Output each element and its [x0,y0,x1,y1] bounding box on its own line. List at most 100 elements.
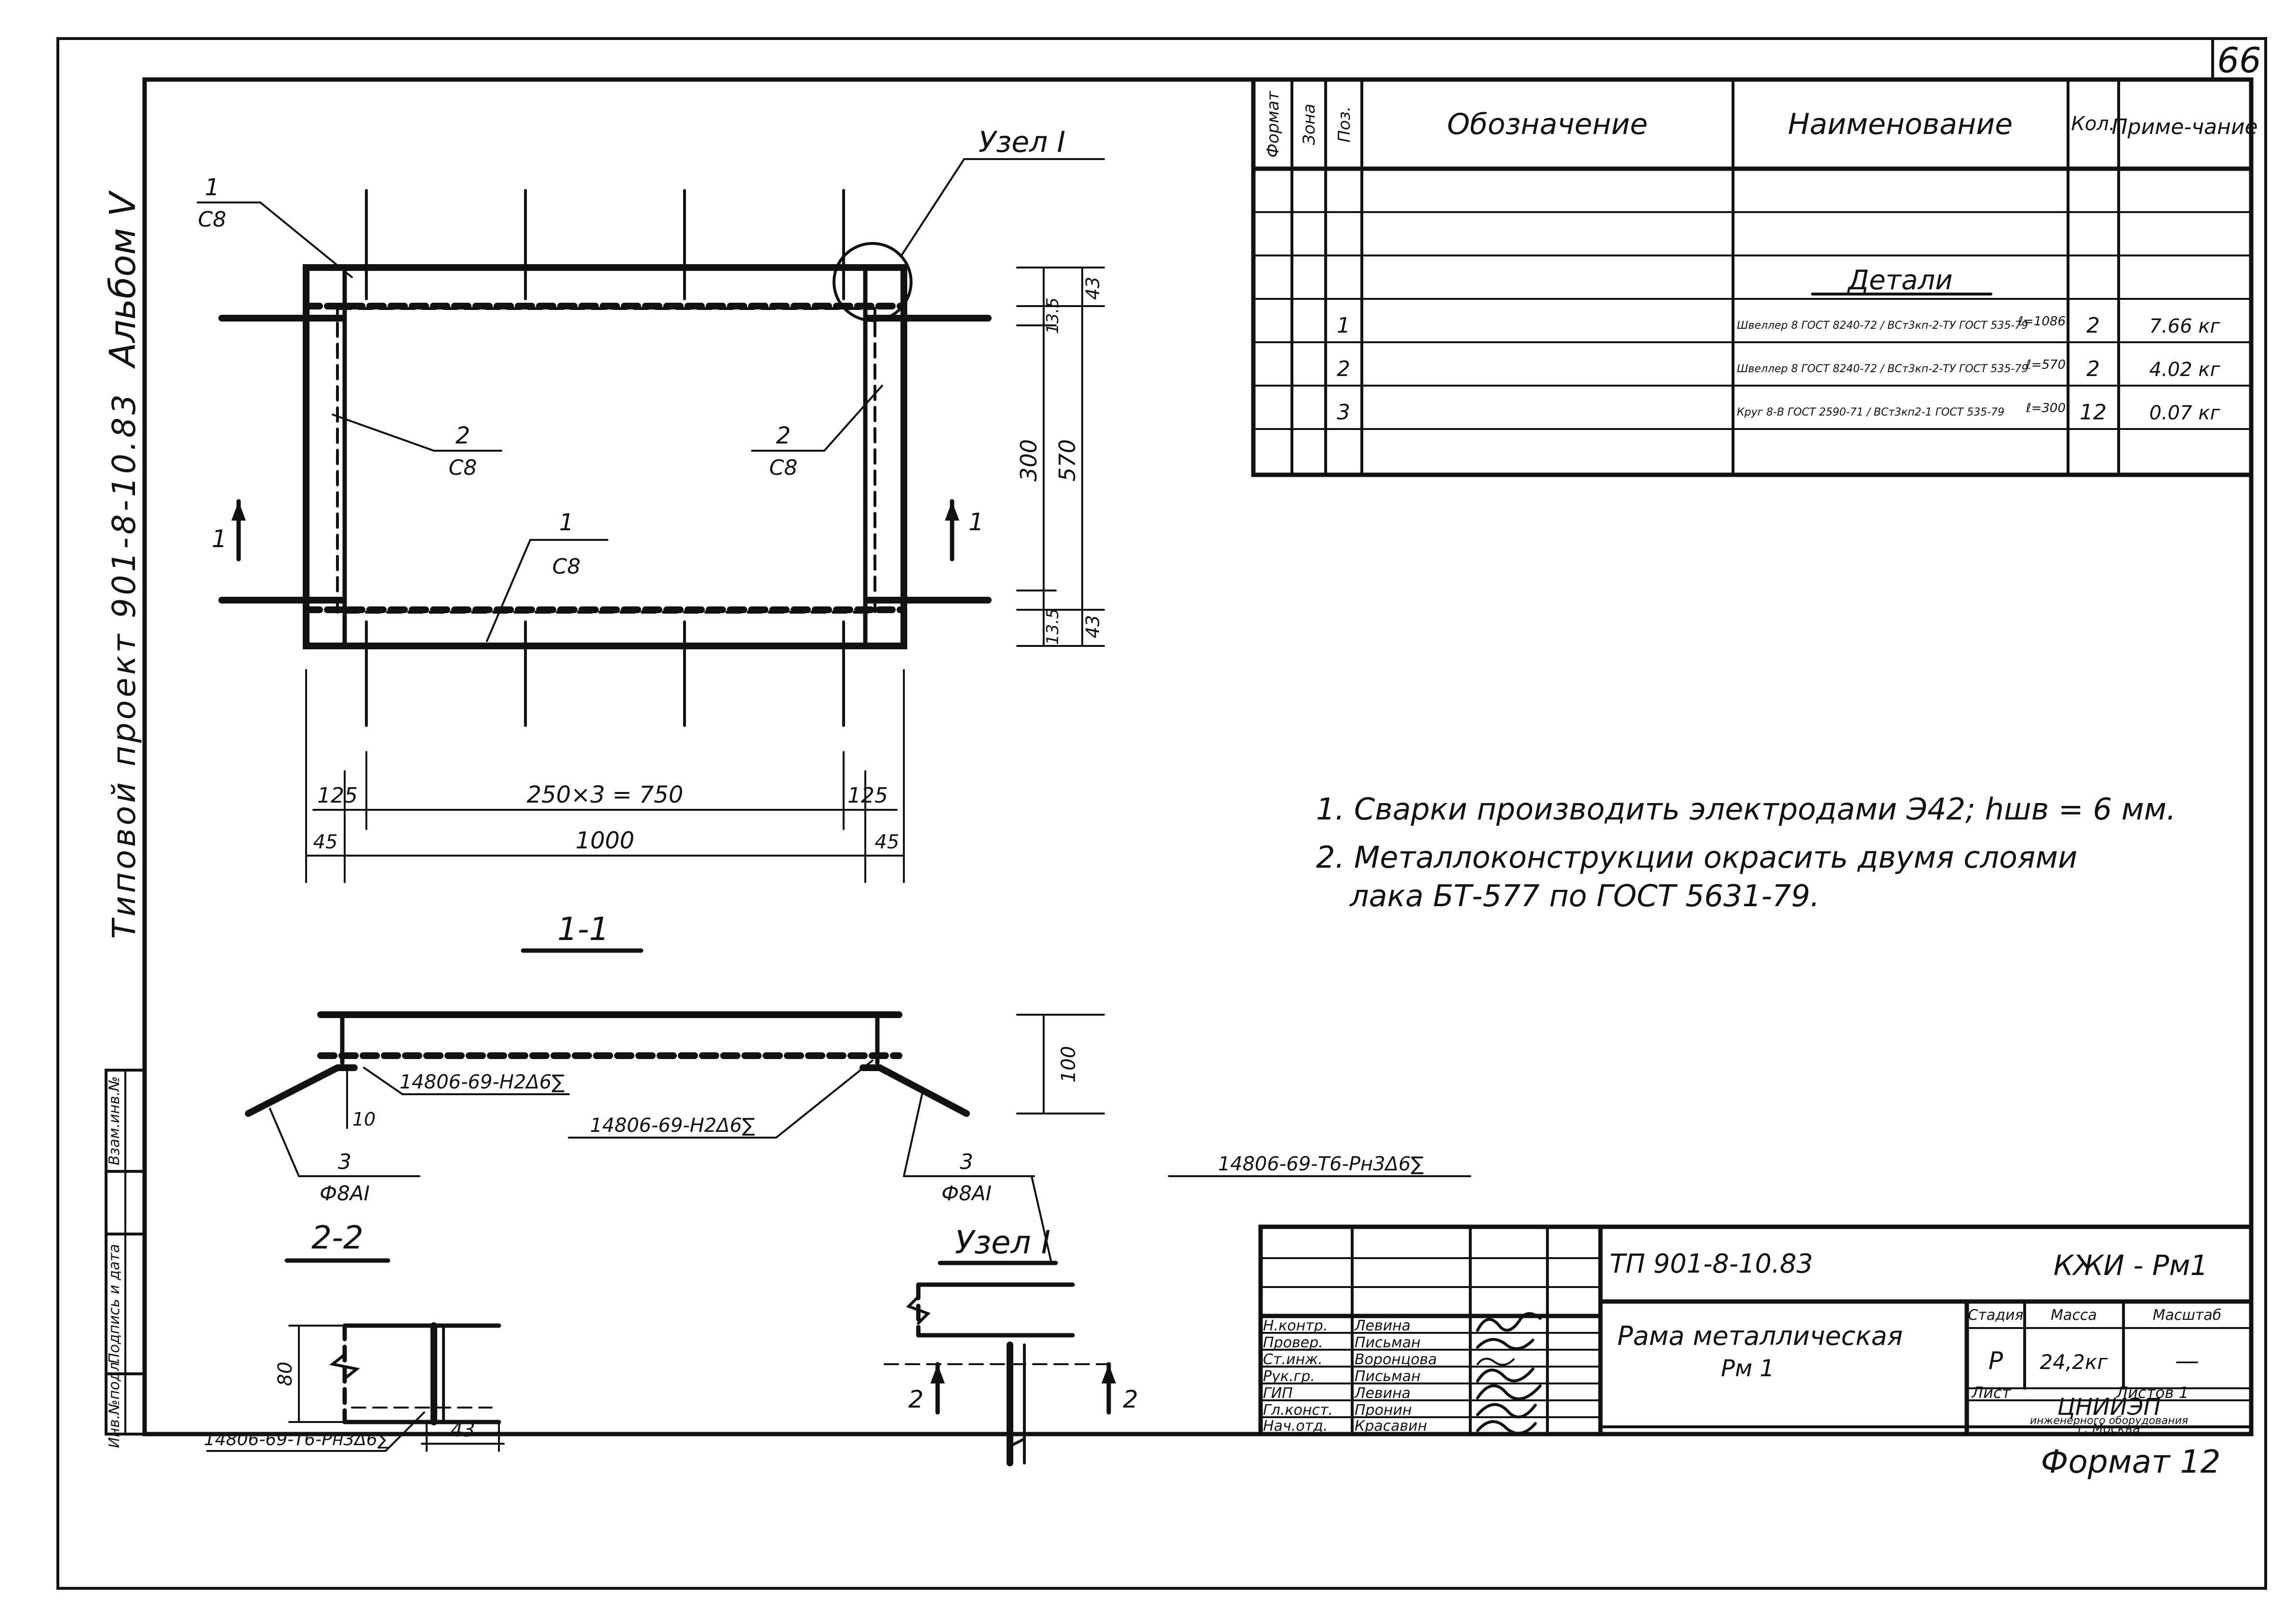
dim-570: 570 [1054,439,1080,482]
row2-qty: 2 [2086,357,2100,381]
dim-125-left: 125 [317,783,358,808]
tb-scale-h: Масштаб [2153,1307,2222,1324]
tb-mass: 24,2кг [2040,1350,2109,1374]
plan-view: Узел I 1 С8 2 С8 2 С8 1 С8 1 1 43 [197,125,1105,883]
dim-80: 80 [274,1362,296,1386]
signatures [1476,1312,1542,1435]
callout-3-num: 2 [776,422,791,449]
callout-4-num: 1 [559,509,574,536]
hdr-zone: Зона [1300,104,1319,145]
hdr-qty: Кол. [2071,113,2115,135]
staff-1-name: Левина [1354,1317,1411,1334]
row2-length: ℓ=570 [2026,358,2066,372]
row3-note: 0.07 кг [2150,402,2221,424]
section-2-2-title: 2-2 [311,1219,363,1256]
callout-1-bot: С8 [198,207,227,232]
section-1-1: 1-1 10 14806-69-Н2Δ6∑ 14806-69-Н2Δ6∑ 100… [245,911,1471,1262]
tb-org-3: г. Москва [2078,1422,2140,1436]
dim-10: 10 [352,1109,376,1130]
dim-45-left: 45 [313,831,338,853]
section-details: Детали [1846,265,1952,296]
weld-label-2: 14806-69-Н2Δ6∑ [590,1114,755,1137]
stamp-replace: Взам.инв.№ [106,1076,123,1166]
tb-mark: КЖИ - Рм1 [2054,1249,2208,1282]
stamp-boxes: Инв.№подл. Подпись и дата Взам.инв.№ [105,1069,146,1448]
stamp-inv: Инв.№подл. [106,1357,123,1448]
staff-7-name: Красавин [1355,1418,1427,1435]
dim-250x3: 250×3 = 750 [527,781,684,808]
weld-label-3: 14806-69-Т6-Рн3Δ6∑ [1218,1153,1424,1175]
row3-length: ℓ=300 [2026,401,2066,416]
staff-7-role: Нач.отд. [1263,1418,1328,1435]
section-1-1-title: 1-1 [557,911,609,948]
dim-43-s22: 43 [451,1419,475,1441]
callout-2-sub: С8 [449,456,477,480]
outer-border [56,37,2267,1590]
dim-125-right: 125 [847,783,888,808]
callout-1-top: 1 [205,174,220,201]
dim-300: 300 [1016,439,1042,482]
hdr-designation: Обозначение [1447,107,1648,141]
tb-org-1: ЦНИИЭП [2057,1394,2161,1421]
node-mark-right: 2 [1123,1385,1138,1413]
tb-name-1: Рама металлическая [1617,1321,1903,1351]
row1-length: ℓ=1086 [2017,314,2066,329]
node-mark-left: 2 [908,1385,924,1413]
staff-6-name: Пронин [1355,1402,1412,1419]
pos-3-right: 3 [960,1150,973,1174]
row2-pos: 2 [1337,357,1350,381]
hdr-name: Наименование [1788,107,2013,141]
staff-3-role: Ст.инж. [1263,1351,1323,1368]
row2-note: 4.02 кг [2150,359,2221,381]
dim-43-bottom: 43 [1082,615,1103,638]
title-block: ТП 901-8-10.83 КЖИ - Рм1 Рама металличес… [1258,1224,2254,1436]
dim-100: 100 [1058,1046,1080,1083]
spec-table: Формат Зона Поз. Обозначение Наименовани… [1251,77,2258,477]
node-1-detail: Узел I 2 2 [884,1224,1138,1466]
tb-sheet-h: Лист [1971,1383,2011,1402]
callout-3-sub: С8 [769,456,798,480]
sheet-number: 66 [2217,40,2261,81]
dim-45-right: 45 [875,831,900,853]
staff-2-name: Письман [1355,1334,1421,1351]
stamp-sign: Подпись и дата [106,1244,123,1364]
tb-mass-h: Масса [2051,1307,2097,1324]
hdr-note: Приме-чание [2111,115,2257,139]
dim-135-bottom: 13.5 [1043,608,1062,645]
row1-qty: 2 [2086,313,2100,338]
staff-3-name: Воронцова [1355,1351,1437,1368]
hdr-format: Формат [1263,91,1283,158]
project-label: Типовой проект 901-8-10.83 [106,391,143,939]
format-label: Формат 12 [2041,1443,2221,1480]
weld-label-1: 14806-69-Н2Δ6∑ [400,1071,564,1093]
note-1: 1. Сварки производить электродами Э42; h… [1316,792,2176,827]
tb-scale: — [2175,1347,2199,1375]
row3-qty: 12 [2080,400,2107,425]
section-2-2: 2-2 80 43 14806-69-Т6-Рн3Δ6∑ [204,1219,505,1452]
plan-node-label: Узел I [979,125,1066,159]
staff-4-name: Письман [1355,1368,1421,1385]
tb-name-2: Рм 1 [1721,1355,1774,1382]
album-label: Альбом V [102,190,144,369]
staff-1-role: Н.контр. [1263,1317,1328,1334]
row3-pos: 3 [1337,400,1350,425]
row1-note: 7.66 кг [2150,315,2221,337]
dim-43-top: 43 [1082,277,1103,300]
row3-name: Круг 8-В ГОСТ 2590-71 / ВСт3кп2-1 ГОСТ 5… [1737,406,2004,418]
general-notes: 1. Сварки производить электродами Э42; h… [1316,792,2176,913]
hdr-pos: Поз. [1335,106,1354,142]
inner-border [142,77,2254,1436]
tb-sheets-h: Листов 1 [2116,1383,2189,1402]
staff-5-name: Левина [1354,1385,1411,1402]
staff-6-role: Гл.конст. [1263,1402,1333,1419]
pos-3-left-sub: Ф8АI [320,1181,370,1205]
note-3: лака БТ-577 по ГОСТ 5631-79. [1349,878,1820,913]
pos-3-left: 3 [338,1150,351,1174]
tb-code: ТП 901-8-10.83 [1610,1248,1813,1279]
weld-label-s22: 14806-69-Т6-Рн3Δ6∑ [204,1430,389,1450]
tb-stage-h: Стадия [1968,1307,2023,1324]
section-mark-right: 1 [968,508,984,536]
row1-pos: 1 [1337,313,1350,338]
node-1-title: Узел I [955,1224,1051,1261]
